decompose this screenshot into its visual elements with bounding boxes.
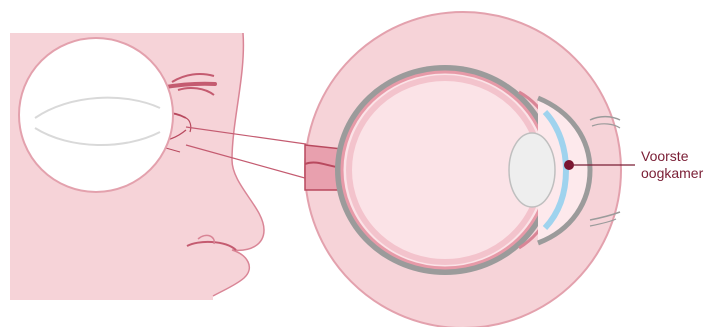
label-line-1: Voorste	[641, 148, 703, 165]
eyeball-cross-section-icon	[305, 12, 621, 327]
anterior-chamber-label: Voorste oogkamer	[641, 148, 703, 182]
zoom-circle-icon	[19, 38, 173, 192]
label-line-2: oogkamer	[641, 165, 703, 182]
